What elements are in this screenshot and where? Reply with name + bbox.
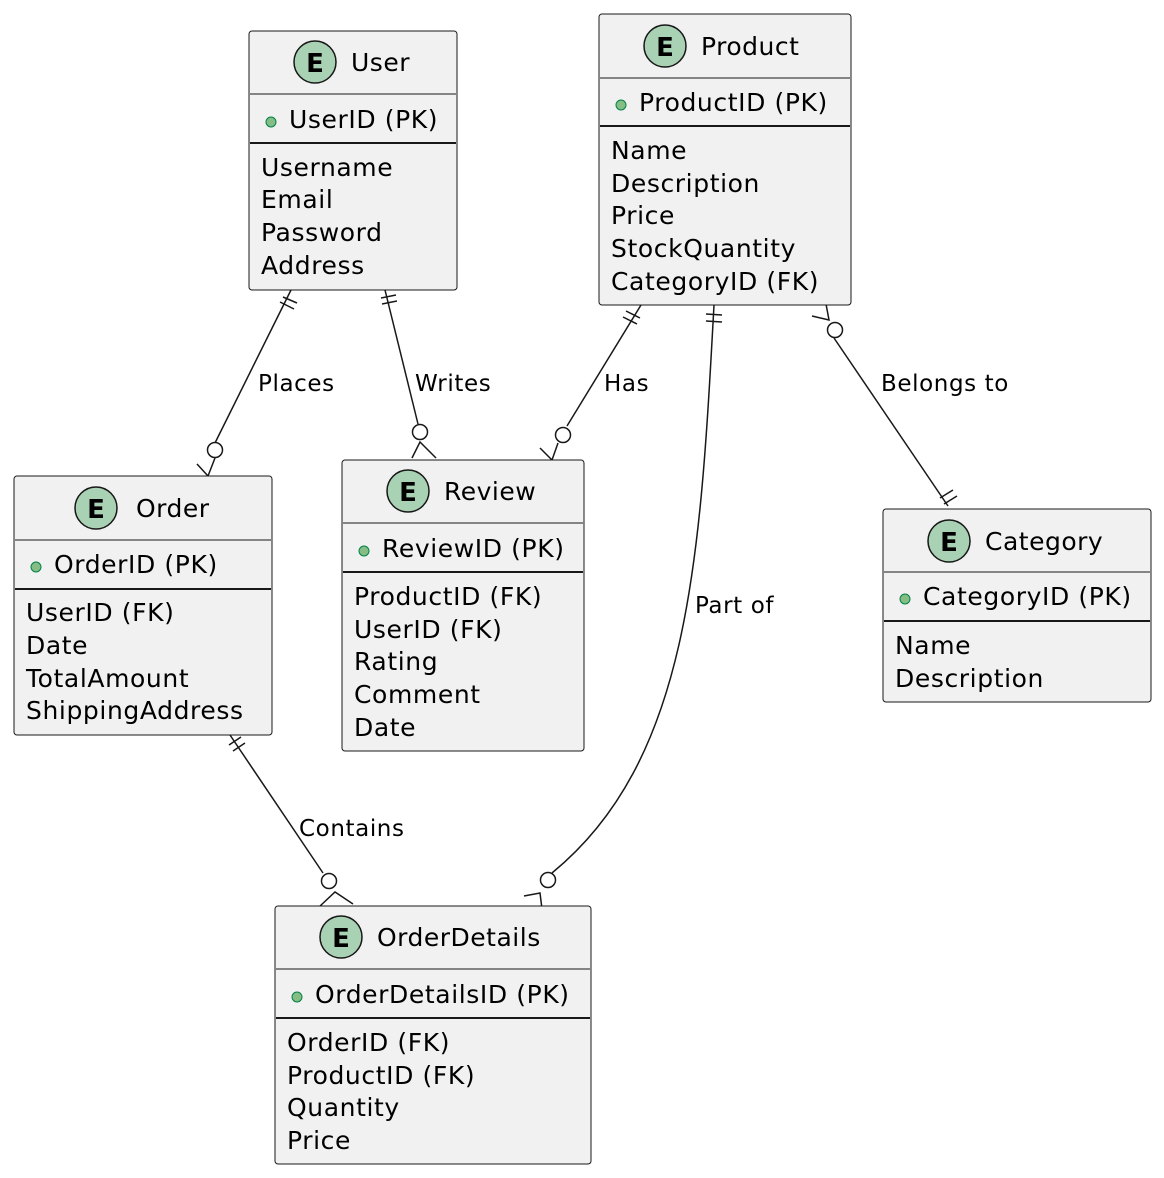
relationship-part-of: Part of bbox=[523, 304, 774, 910]
entity-title: Category bbox=[985, 527, 1103, 556]
attribute-field: Date bbox=[354, 713, 416, 742]
svg-text:E: E bbox=[940, 528, 958, 558]
relationship-label-part-of: Part of bbox=[695, 593, 774, 619]
one-only-marker bbox=[228, 736, 246, 752]
attribute-field: Email bbox=[261, 185, 333, 214]
attribute-field: Price bbox=[287, 1126, 351, 1155]
many-marker bbox=[811, 303, 830, 321]
one-only-marker bbox=[380, 294, 398, 305]
entity-order[interactable]: E Order OrderID (PK) UserID (FK) Date To… bbox=[13, 475, 273, 736]
entity-icon bbox=[643, 24, 687, 68]
attribute-field: Quantity bbox=[287, 1093, 400, 1122]
primary-key-field: OrderDetailsID (PK) bbox=[315, 980, 570, 1009]
entity-icon bbox=[74, 486, 118, 530]
entity-orderdetails[interactable]: E OrderDetails OrderDetailsID (PK) Order… bbox=[274, 905, 592, 1165]
attribute-field: ProductID (FK) bbox=[287, 1061, 475, 1090]
primary-key-icon bbox=[899, 593, 911, 605]
one-only-marker bbox=[705, 313, 723, 323]
one-only-marker bbox=[279, 296, 298, 310]
relationship-belongs-to: Belongs to bbox=[811, 303, 1009, 507]
zero-marker bbox=[554, 426, 572, 444]
attribute-field: Description bbox=[611, 169, 760, 198]
many-marker bbox=[411, 440, 437, 459]
entity-icon bbox=[927, 519, 971, 563]
one-only-marker bbox=[622, 310, 641, 325]
relationship-writes: Writes bbox=[380, 289, 491, 459]
entity-review[interactable]: E Review ReviewID (PK) ProductID (FK) Us… bbox=[341, 459, 585, 752]
many-marker bbox=[523, 892, 543, 910]
attribute-field: OrderID (FK) bbox=[287, 1028, 450, 1057]
relationship-label-contains: Contains bbox=[299, 816, 405, 842]
relationship-places: Places bbox=[196, 289, 335, 478]
attribute-field: TotalAmount bbox=[25, 664, 189, 693]
relationship-label-has: Has bbox=[604, 371, 649, 397]
many-marker bbox=[196, 457, 216, 478]
relationship-contains: Contains bbox=[228, 734, 405, 908]
entity-category[interactable]: E Category CategoryID (PK) Name Descript… bbox=[882, 508, 1152, 703]
primary-key-field: OrderID (PK) bbox=[54, 550, 218, 579]
attribute-field: Rating bbox=[354, 647, 438, 676]
attribute-field: Description bbox=[895, 664, 1044, 693]
attribute-field: UserID (FK) bbox=[354, 615, 502, 644]
svg-text:E: E bbox=[332, 924, 350, 954]
attribute-field: Price bbox=[611, 201, 675, 230]
entity-user[interactable]: E User UserID (PK) Username Email Passwo… bbox=[248, 30, 458, 291]
svg-text:E: E bbox=[87, 495, 105, 525]
attribute-field: Address bbox=[261, 251, 365, 280]
zero-marker bbox=[320, 872, 338, 890]
entity-icon bbox=[293, 40, 337, 84]
attribute-field: Name bbox=[895, 631, 971, 660]
entity-title: Order bbox=[136, 494, 210, 523]
svg-text:E: E bbox=[656, 33, 674, 63]
entity-product[interactable]: E Product ProductID (PK) Name Descriptio… bbox=[598, 13, 852, 306]
entity-title: User bbox=[351, 48, 410, 77]
relationship-label-belongs-to: Belongs to bbox=[881, 371, 1009, 397]
svg-text:E: E bbox=[399, 478, 417, 508]
relationship-has: Has bbox=[539, 304, 649, 462]
entity-title: Review bbox=[444, 477, 536, 506]
zero-marker bbox=[826, 321, 844, 339]
primary-key-icon bbox=[291, 991, 303, 1003]
attribute-field: UserID (FK) bbox=[26, 598, 174, 627]
primary-key-icon bbox=[358, 545, 370, 557]
many-marker bbox=[318, 891, 354, 908]
primary-key-icon bbox=[265, 116, 277, 128]
entity-icon bbox=[386, 469, 430, 513]
attribute-field: Comment bbox=[354, 680, 481, 709]
entity-icon bbox=[319, 915, 363, 959]
attribute-field: ProductID (FK) bbox=[354, 582, 542, 611]
zero-marker bbox=[411, 423, 429, 441]
relationship-label-places: Places bbox=[258, 371, 335, 397]
entity-title: OrderDetails bbox=[377, 923, 541, 952]
many-marker bbox=[539, 442, 559, 462]
attribute-field: ShippingAddress bbox=[26, 696, 244, 725]
one-only-marker bbox=[939, 489, 958, 505]
relationship-label-writes: Writes bbox=[415, 371, 491, 397]
primary-key-field: ReviewID (PK) bbox=[382, 534, 565, 563]
primary-key-icon bbox=[30, 561, 42, 573]
primary-key-icon bbox=[615, 99, 627, 111]
attribute-field: Date bbox=[26, 631, 88, 660]
attribute-field: StockQuantity bbox=[611, 234, 796, 263]
primary-key-field: ProductID (PK) bbox=[639, 88, 828, 117]
zero-marker bbox=[206, 441, 224, 459]
attribute-field: Username bbox=[261, 153, 393, 182]
svg-text:E: E bbox=[306, 49, 324, 79]
attribute-field: Password bbox=[261, 218, 383, 247]
attribute-field: Name bbox=[611, 136, 687, 165]
entity-title: Product bbox=[701, 32, 799, 61]
primary-key-field: CategoryID (PK) bbox=[923, 582, 1132, 611]
zero-marker bbox=[539, 871, 557, 889]
primary-key-field: UserID (PK) bbox=[289, 105, 438, 134]
attribute-field: CategoryID (FK) bbox=[611, 267, 819, 296]
